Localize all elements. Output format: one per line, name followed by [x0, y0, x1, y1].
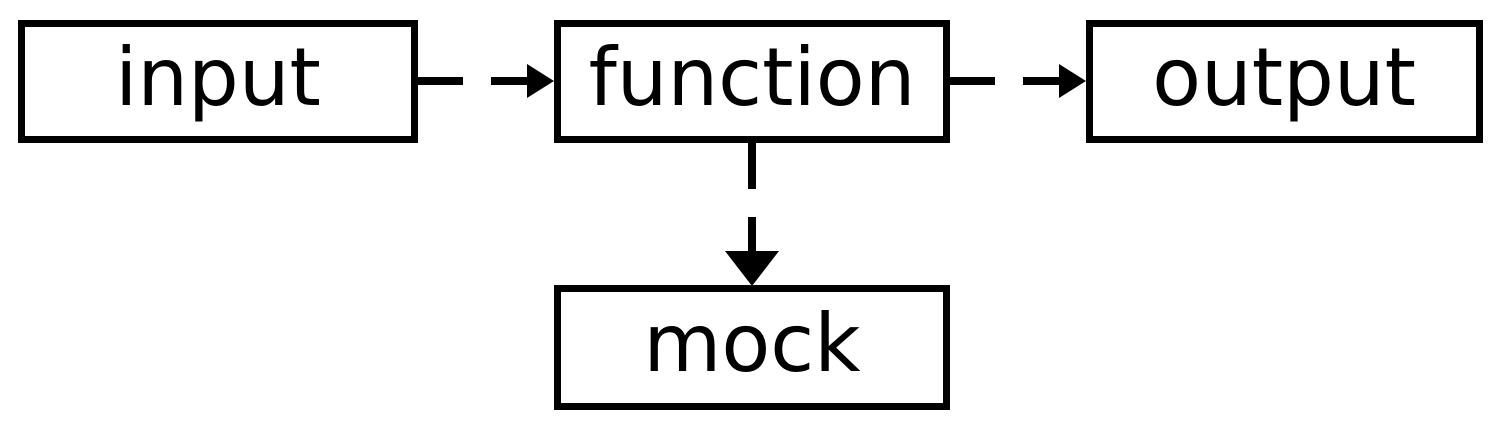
node-output[interactable]: output: [1086, 20, 1483, 143]
edge-function-to-output: [950, 64, 1086, 98]
node-mock[interactable]: mock: [554, 285, 950, 410]
node-function-label: function: [589, 31, 916, 124]
node-function[interactable]: function: [554, 20, 950, 143]
node-output-box[interactable]: [1086, 20, 1483, 143]
node-function-box[interactable]: [554, 20, 950, 143]
node-mock-box[interactable]: [554, 285, 950, 410]
edge-function-to-mock-arrowhead-icon: [725, 251, 779, 286]
edge-input-to-function: [418, 64, 554, 98]
edge-input-to-function-arrowhead-icon: [527, 64, 554, 98]
edge-function-to-output-arrowhead-icon: [1059, 64, 1086, 98]
node-input-label: input: [115, 31, 321, 124]
node-output-label: output: [1152, 31, 1416, 124]
node-mock-label: mock: [643, 297, 861, 390]
edge-function-to-mock: [725, 143, 779, 286]
node-input-box[interactable]: [18, 20, 418, 143]
node-input[interactable]: input: [18, 20, 418, 143]
